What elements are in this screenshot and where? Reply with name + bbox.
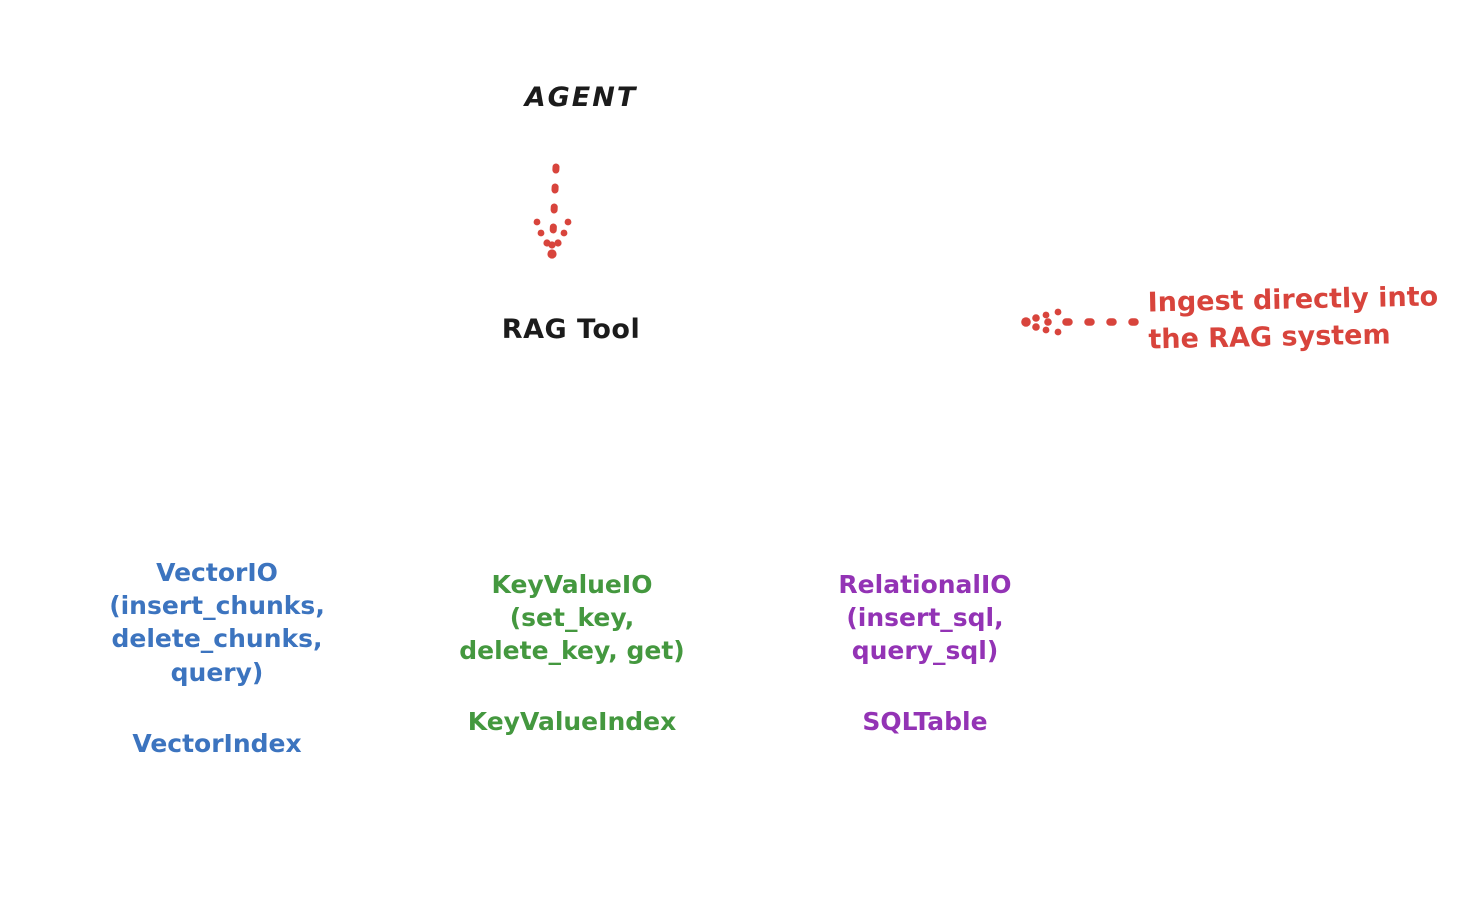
relational-io-primary-label: RelationalIO (insert_sql, query_sql) [838,569,1012,666]
relational-io-node: RelationalIO (insert_sql, query_sql) SQL… [766,446,1084,860]
key-value-io-node: KeyValueIO (set_key, delete_key, get) Ke… [406,446,738,860]
relational-io-secondary-label: SQLTable [862,707,988,737]
ingest-into-rag-tool-arrow [1021,308,1139,336]
agent-label: AGENT [524,81,638,113]
rag-tool-label: RAG Tool [501,313,641,345]
vector-io-secondary-label: VectorIndex [132,728,302,758]
agent-to-rag-tool-arrow [533,163,572,259]
vector-io-primary-label: VectorIO (insert_chunks, delete_chunks, … [109,557,325,687]
agent-node: AGENT [350,34,812,160]
key-value-io-primary-label: KeyValueIO (set_key, delete_key, get) [459,569,685,666]
key-value-io-secondary-label: KeyValueIndex [467,707,677,737]
vector-io-node: VectorIO (insert_chunks, delete_chunks, … [44,446,390,870]
rag-tool-node: RAG Tool [152,266,990,392]
ingest-annotation-label: Ingest directly into the RAG system [1147,281,1439,356]
